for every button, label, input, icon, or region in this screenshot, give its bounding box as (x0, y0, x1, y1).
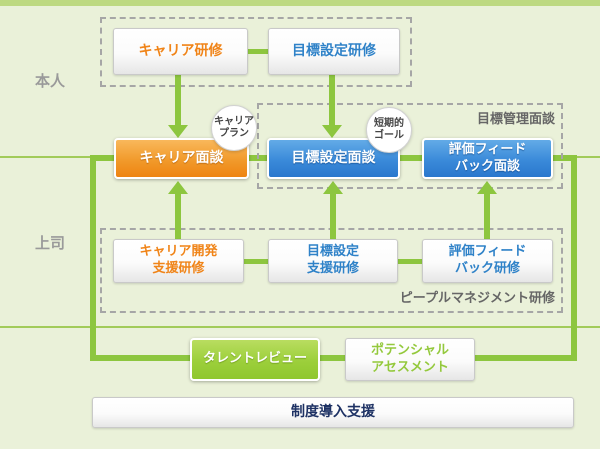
box-eval-feedback-interview: 評価フィード バック面談 (422, 138, 553, 179)
box-talent-review: タレントレビュー (190, 338, 320, 381)
lane-label-self: 本人 (34, 72, 65, 90)
box-career-training: キャリア研修 (113, 28, 248, 75)
box-goal-setting-interview: 目標設定面談 (267, 138, 400, 179)
badge-career-plan: キャリア プラン (211, 105, 257, 151)
arrow-down-icon (168, 125, 188, 138)
group-label-goal-management: 目標管理面談 (476, 112, 555, 127)
connector-goal-to-eval-interview (399, 155, 423, 161)
arrow-shaft-career-dev-up (175, 193, 181, 239)
connector-talent-to-potential (319, 355, 346, 361)
connector-career-interview-left (96, 155, 116, 161)
group-label-people-management: ピープルマネジメント研修 (399, 291, 555, 306)
arrow-shaft-goal-support-up (330, 193, 336, 239)
connector-left-vertical (90, 155, 96, 361)
connector-top-trainings (248, 49, 270, 54)
connector-career-to-goal-interview (249, 155, 269, 161)
group-goal-management (257, 103, 563, 189)
arrow-up-icon (323, 181, 343, 194)
badge-short-term-goal: 短期的 ゴール (366, 107, 412, 153)
box-potential-assessment: ポテンシャル アセスメント (345, 338, 475, 381)
arrow-shaft-eval-training-up (484, 193, 490, 239)
connector-bottom-right (473, 355, 571, 361)
box-career-dev-training: キャリア開発 支援研修 (113, 239, 244, 283)
box-system-support: 制度導入支援 (92, 397, 574, 428)
box-goal-support-training: 目標設定 支援研修 (268, 239, 398, 283)
connector-lower-trainings-2 (397, 259, 423, 264)
arrow-down-icon (322, 125, 342, 138)
top-green-strip (0, 0, 600, 6)
box-goal-setting-training: 目標設定研修 (268, 28, 400, 75)
arrow-up-icon (477, 181, 497, 194)
lane-separator-lower (0, 326, 600, 328)
lane-label-manager: 上司 (34, 234, 65, 252)
connector-right-vertical (571, 155, 577, 361)
arrow-shaft-career-training-down (175, 75, 181, 126)
group-self-trainings (100, 17, 412, 87)
connector-bottom-left (90, 355, 192, 361)
connector-lower-trainings-1 (244, 259, 269, 264)
arrow-up-icon (168, 181, 188, 194)
box-eval-feedback-training: 評価フィード バック研修 (422, 239, 553, 283)
arrow-shaft-goal-training-down (329, 75, 335, 126)
